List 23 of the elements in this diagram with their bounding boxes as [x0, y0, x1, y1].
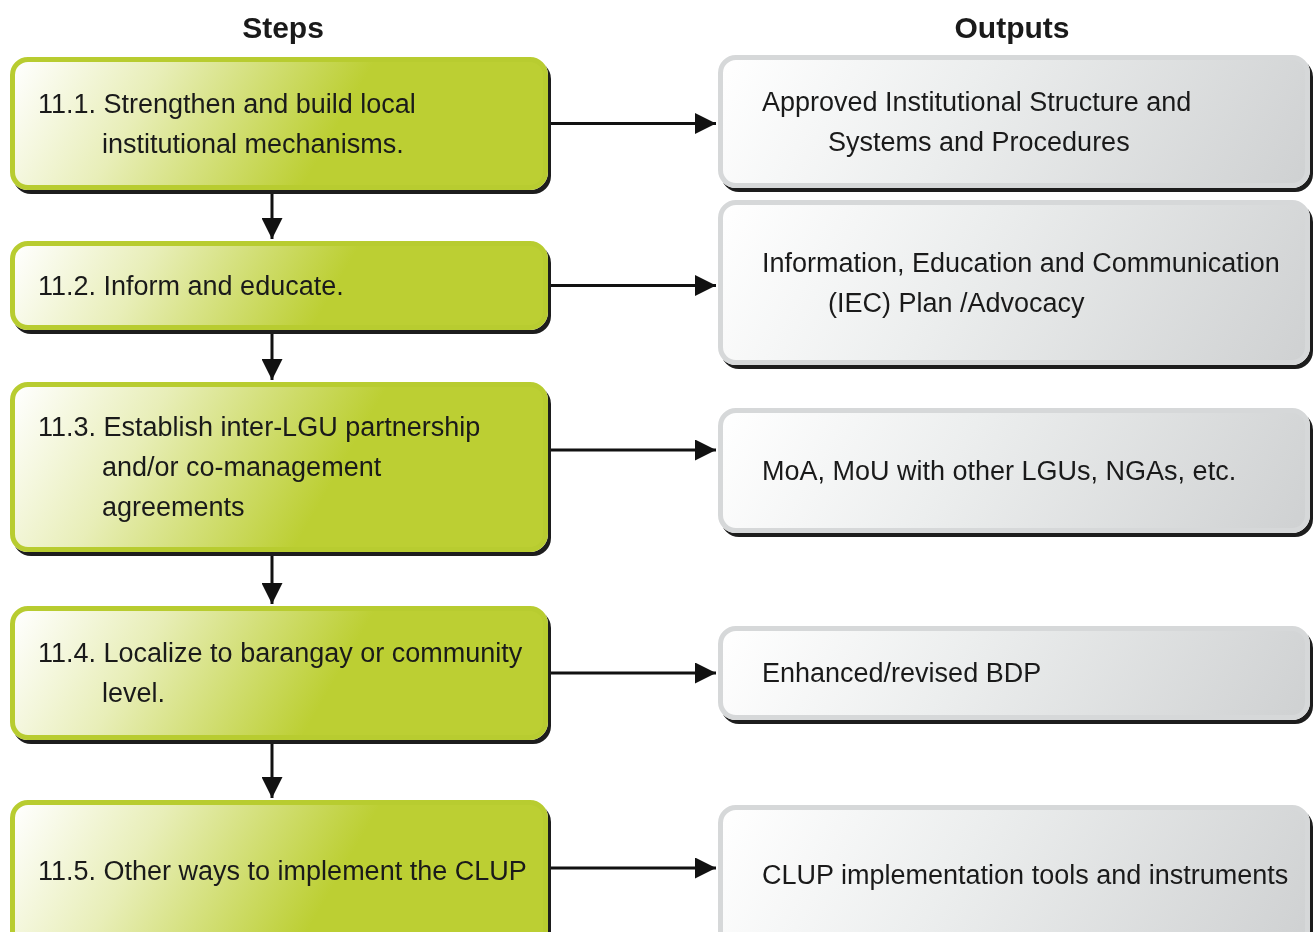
arrow	[548, 113, 716, 134]
arrow	[261, 332, 283, 380]
arrow	[261, 192, 283, 239]
arrow	[261, 554, 283, 604]
step-text: 11.1. Strengthen and build local institutional mechanisms.	[37, 87, 417, 161]
output-box	[718, 805, 1310, 932]
arrow	[548, 857, 716, 879]
step-text: 11.2. Inform and educate.	[37, 269, 345, 303]
step-text: 11.4. Localize to barangay or community level.	[37, 637, 524, 710]
output-text: Approved Institutional Structure and Systems and Procedures	[761, 85, 1193, 159]
step-text: 11.5. Other ways to implement the CLUP	[37, 855, 528, 888]
arrow	[548, 275, 716, 296]
output-text: MoA, MoU with other LGUs, NGAs, etc.	[761, 454, 1238, 488]
arrow	[548, 439, 716, 461]
column-heading: Outputs	[954, 11, 1070, 45]
column-heading: Steps	[242, 11, 324, 45]
output-text: CLUP implementation tools and instruments	[761, 858, 1290, 892]
output-text: Information, Education and Communication (IEC) Plan /Advocacy	[761, 246, 1281, 320]
step-box	[10, 800, 548, 932]
arrow	[261, 742, 283, 798]
output-text: Enhanced/revised BDP	[761, 657, 1043, 690]
arrow	[548, 662, 716, 684]
step-text: 11.3. Establish inter-LGU partnership and/or co-management agreements	[37, 411, 482, 524]
